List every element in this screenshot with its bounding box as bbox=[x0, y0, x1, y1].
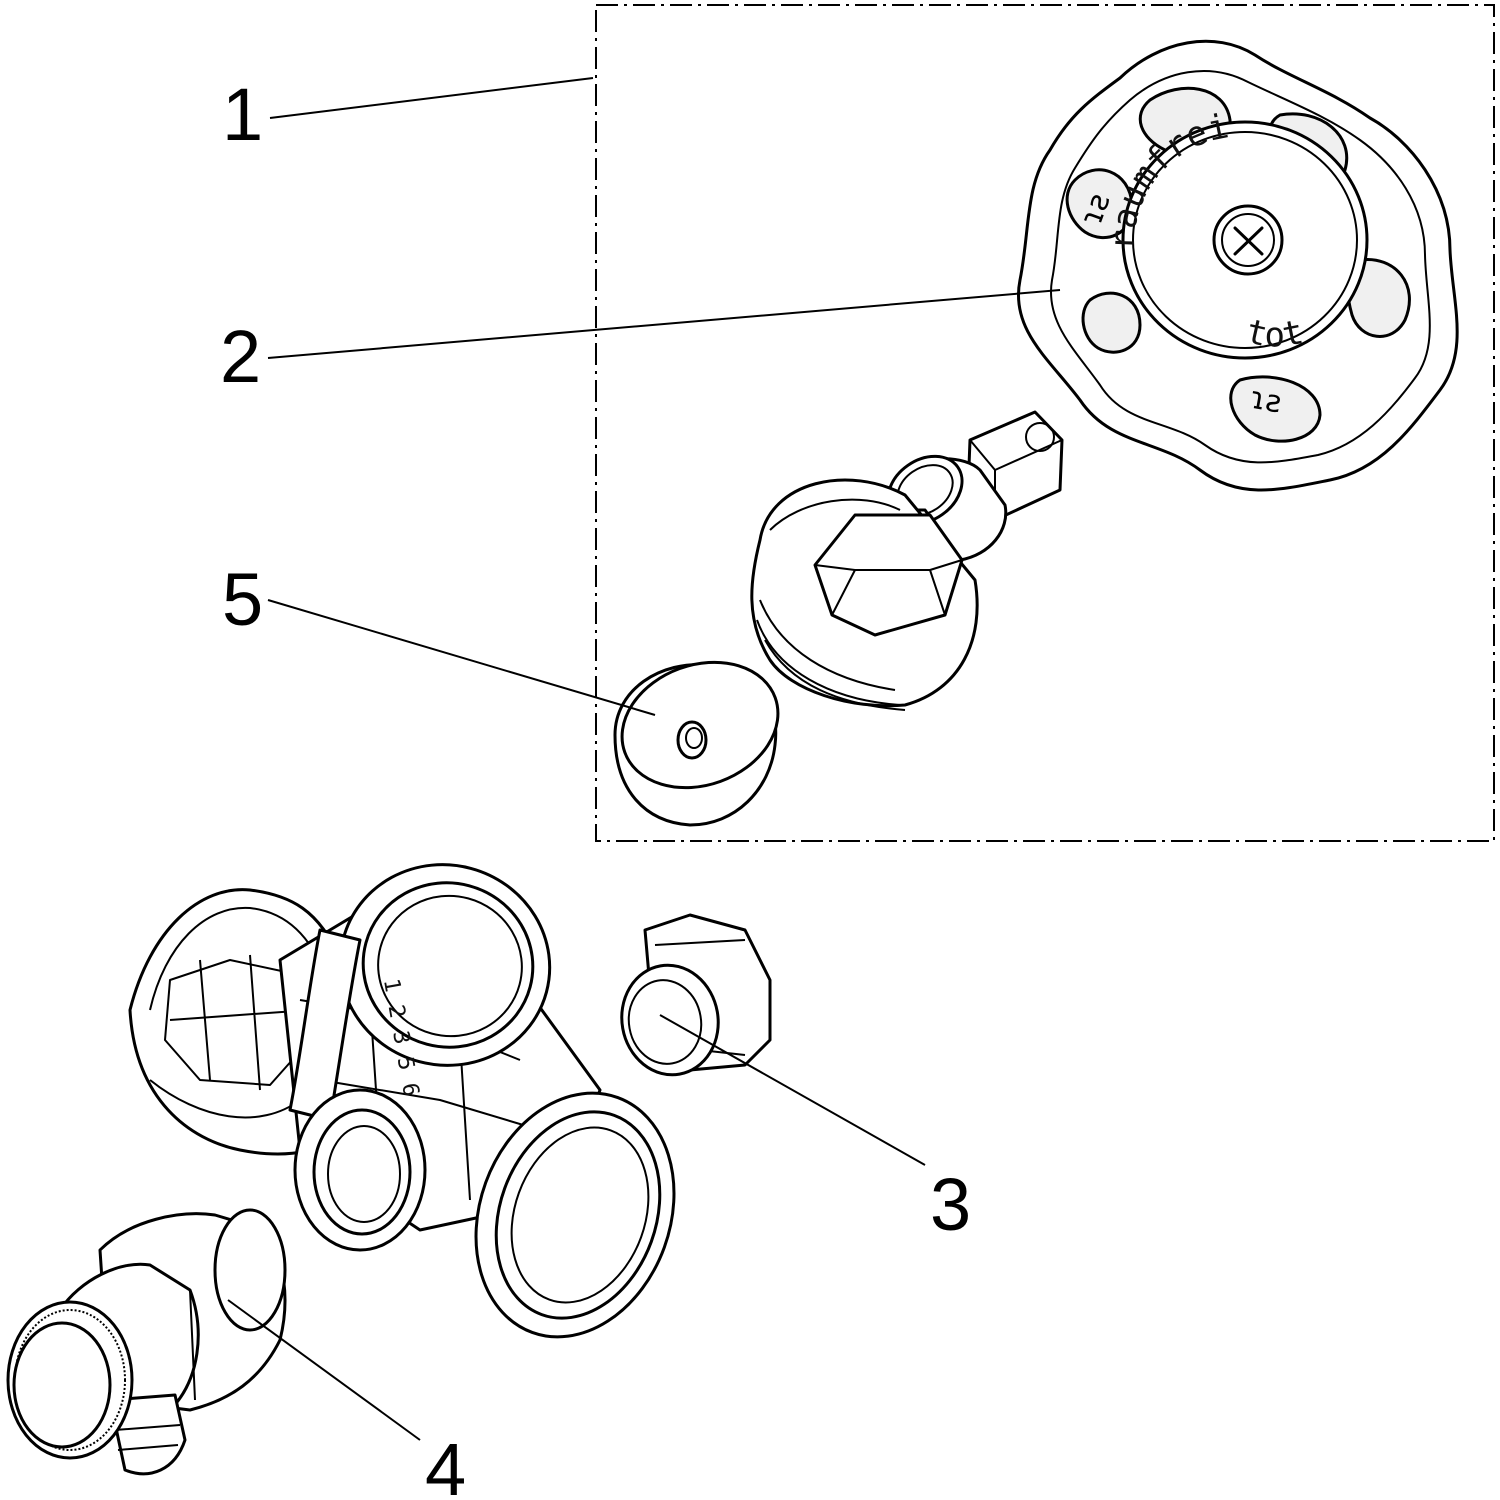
svg-text:ɿƨ: ɿƨ bbox=[1247, 381, 1284, 421]
assembly-group-boundary bbox=[595, 4, 1495, 842]
washer-part bbox=[613, 660, 780, 827]
callout-1: 1 bbox=[222, 73, 263, 156]
handwheel-lettering-lower: tot bbox=[1242, 311, 1306, 355]
valve-insert-part bbox=[750, 410, 1064, 711]
valve-body-part: 1 2 3 5 6 bbox=[128, 863, 676, 1339]
plug-part bbox=[620, 913, 772, 1077]
callout-3: 3 bbox=[930, 1163, 971, 1246]
callout-4: 4 bbox=[425, 1428, 466, 1500]
callout-2: 2 bbox=[220, 315, 261, 398]
drain-fitting-part bbox=[6, 1208, 287, 1476]
callout-5: 5 bbox=[222, 558, 263, 641]
handwheel-part: ɿƨ ɿƨ ɿƨ raumfrei tot bbox=[1017, 39, 1459, 492]
